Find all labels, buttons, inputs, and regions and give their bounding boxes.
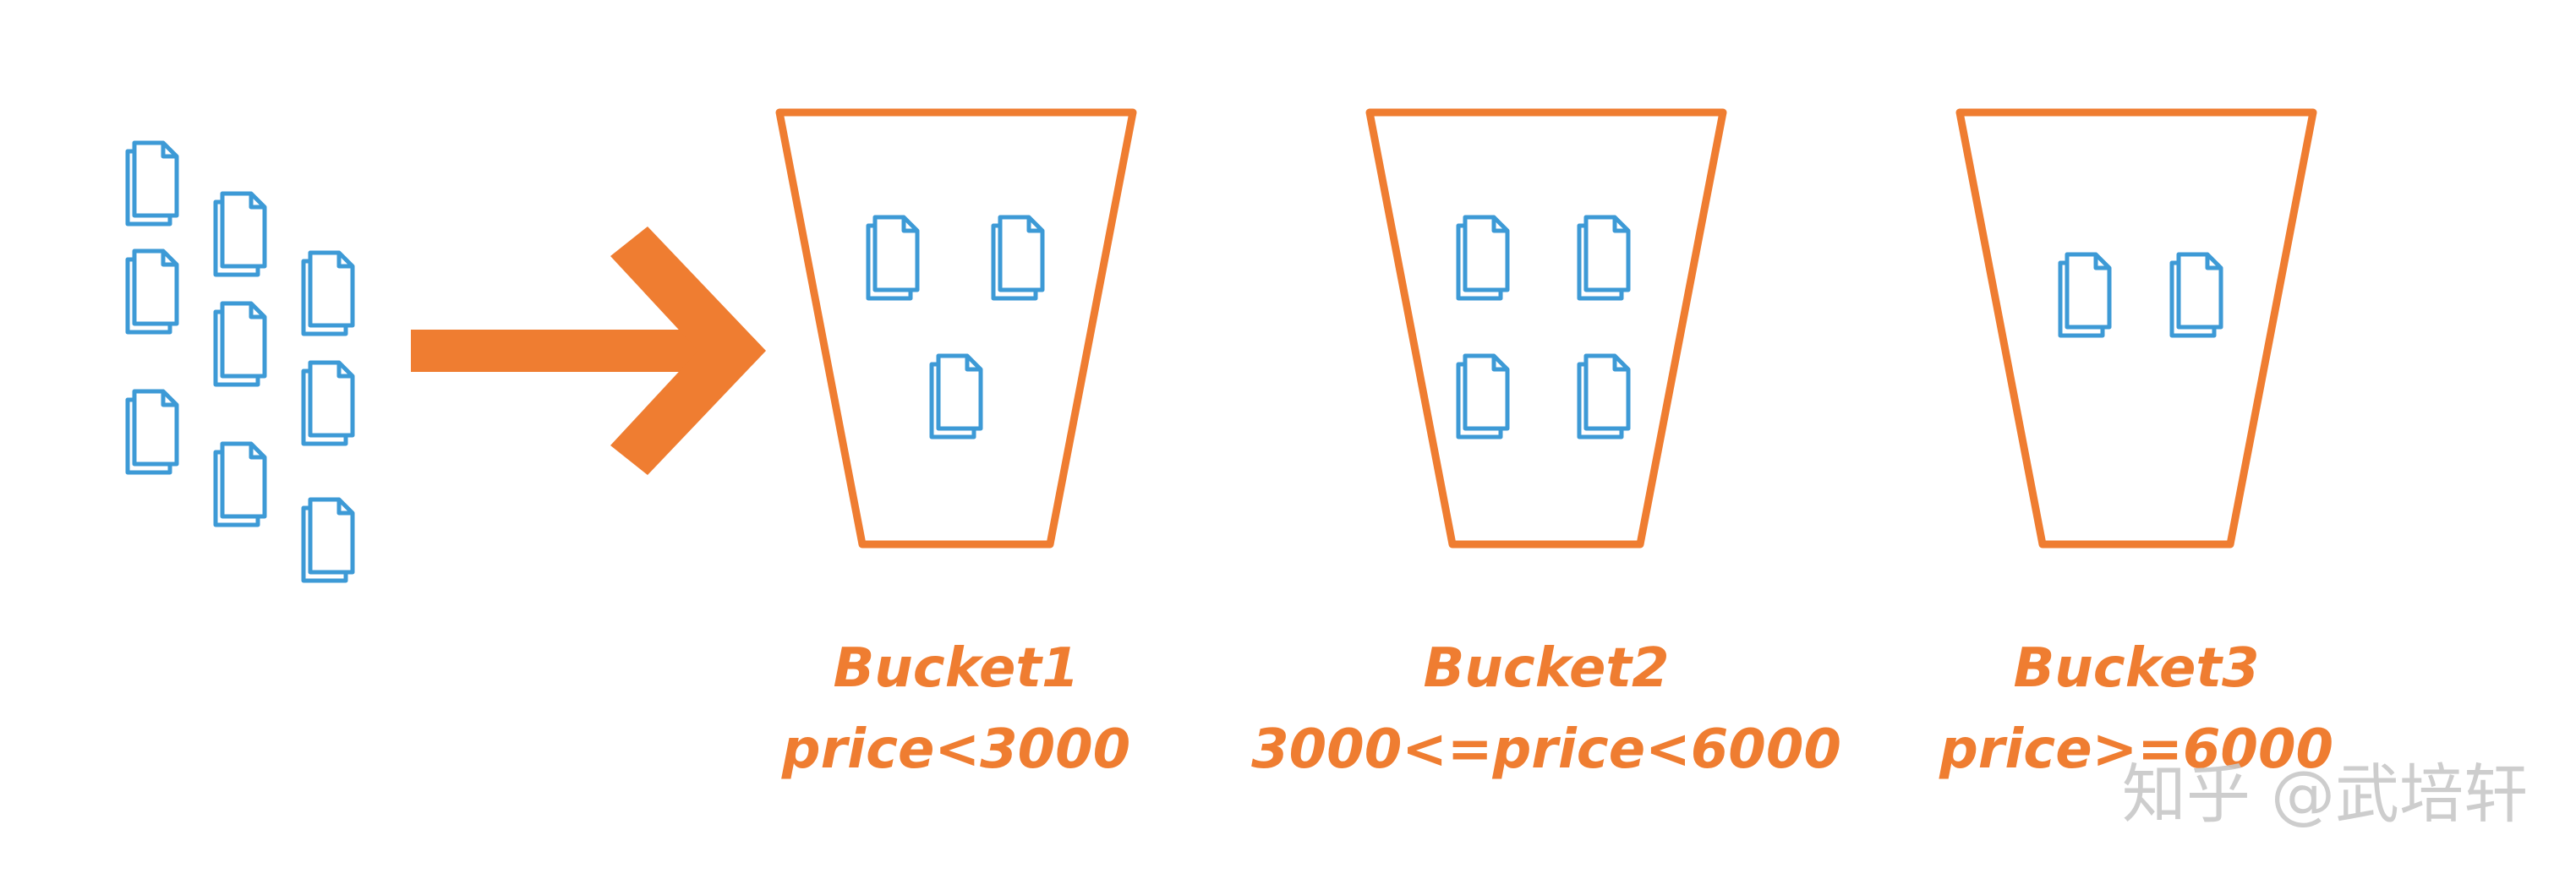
- bucket-3-name: Bucket3: [2013, 637, 2259, 700]
- document-icon: [216, 303, 265, 385]
- bucket-1-name: Bucket1: [833, 637, 1079, 700]
- bucket-2-name: Bucket2: [1423, 637, 1669, 700]
- document-icon: [1458, 217, 1507, 298]
- source-documents: [128, 143, 353, 581]
- right-arrow-icon: [411, 227, 766, 475]
- document-icon: [128, 143, 177, 224]
- document-icon: [2172, 254, 2221, 336]
- document-icon: [1579, 356, 1628, 437]
- document-icon: [128, 251, 177, 332]
- document-icon: [993, 217, 1042, 298]
- document-icon: [304, 363, 353, 444]
- document-icon: [1579, 217, 1628, 298]
- bucket-2-shape: [1365, 108, 1727, 549]
- document-icon: [868, 217, 917, 298]
- document-icon: [128, 391, 177, 472]
- document-icon: [932, 356, 981, 437]
- arrow-shaft: [411, 330, 707, 372]
- arrow-head: [610, 227, 766, 475]
- document-icon: [1458, 356, 1507, 437]
- bucket-3-shape: [1955, 108, 2317, 549]
- document-icon: [216, 444, 265, 525]
- bucket-3-condition: price>=6000: [1939, 718, 2333, 781]
- document-icon: [304, 500, 353, 581]
- document-icon: [304, 253, 353, 334]
- document-icon: [216, 194, 265, 275]
- bucket-1-shape: [775, 108, 1137, 549]
- bucket-2: Bucket2 3000<=price<6000: [1251, 108, 1841, 781]
- bucket-2-condition: 3000<=price<6000: [1251, 718, 1841, 781]
- document-icon: [2060, 254, 2109, 336]
- bucket-1-condition: price<3000: [781, 718, 1130, 781]
- bucket-1: Bucket1 price<3000: [775, 108, 1137, 781]
- bucket-3: Bucket3 price>=6000: [1939, 108, 2333, 781]
- watermark: 知乎 @武培轩: [2122, 756, 2528, 832]
